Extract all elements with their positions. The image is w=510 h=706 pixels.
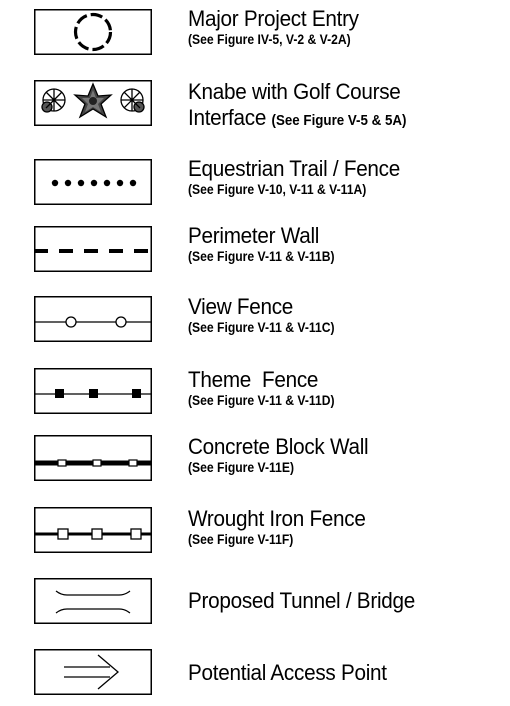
legend-title: Theme Fence [188, 367, 319, 392]
legend-title-line2: Interface (See Figure V-5 & 5A) [188, 105, 407, 130]
legend-title: View Fence [188, 294, 294, 319]
legend-figure-ref: (See Figure V-10, V-11 & V-11A) [188, 182, 367, 197]
legend-title: Wrought Iron Fence [188, 506, 366, 531]
dashed-line-icon [34, 226, 152, 272]
legend-figure-ref: (See Figure IV-5, V-2 & V-2A) [188, 32, 351, 47]
line-with-squares-icon [34, 368, 152, 414]
line-with-open-squares-icon [34, 507, 152, 553]
thick-line-with-blocks-icon [34, 435, 152, 481]
legend-figure-ref: (See Figure V-11 & V-11B) [188, 249, 335, 264]
line-with-circles-icon [34, 296, 152, 342]
legend-figure-ref: (See Figure V-11E) [188, 460, 295, 475]
legend-figure-ref: (See Figure V-5 & 5A) [271, 113, 407, 129]
legend-title: Perimeter Wall [188, 223, 320, 248]
dotted-line-icon [34, 159, 152, 205]
flower-cluster-icon [34, 80, 152, 126]
legend-figure-ref: (See Figure V-11 & V-11C) [188, 320, 335, 335]
legend-figure-ref: (See Figure V-11 & V-11D) [188, 393, 335, 408]
tunnel-bridge-icon [34, 578, 152, 624]
legend-title: Major Project Entry [188, 6, 359, 31]
legend-title: Knabe with Golf Course [188, 79, 401, 104]
arrow-right-icon [34, 649, 152, 695]
legend-figure-ref: (See Figure V-11F) [188, 532, 294, 547]
legend-title: Potential Access Point [188, 660, 387, 685]
legend-title: Equestrian Trail / Fence [188, 156, 400, 181]
dashed-circle-icon [34, 9, 152, 55]
legend-title: Proposed Tunnel / Bridge [188, 588, 415, 613]
legend-title: Concrete Block Wall [188, 434, 369, 459]
